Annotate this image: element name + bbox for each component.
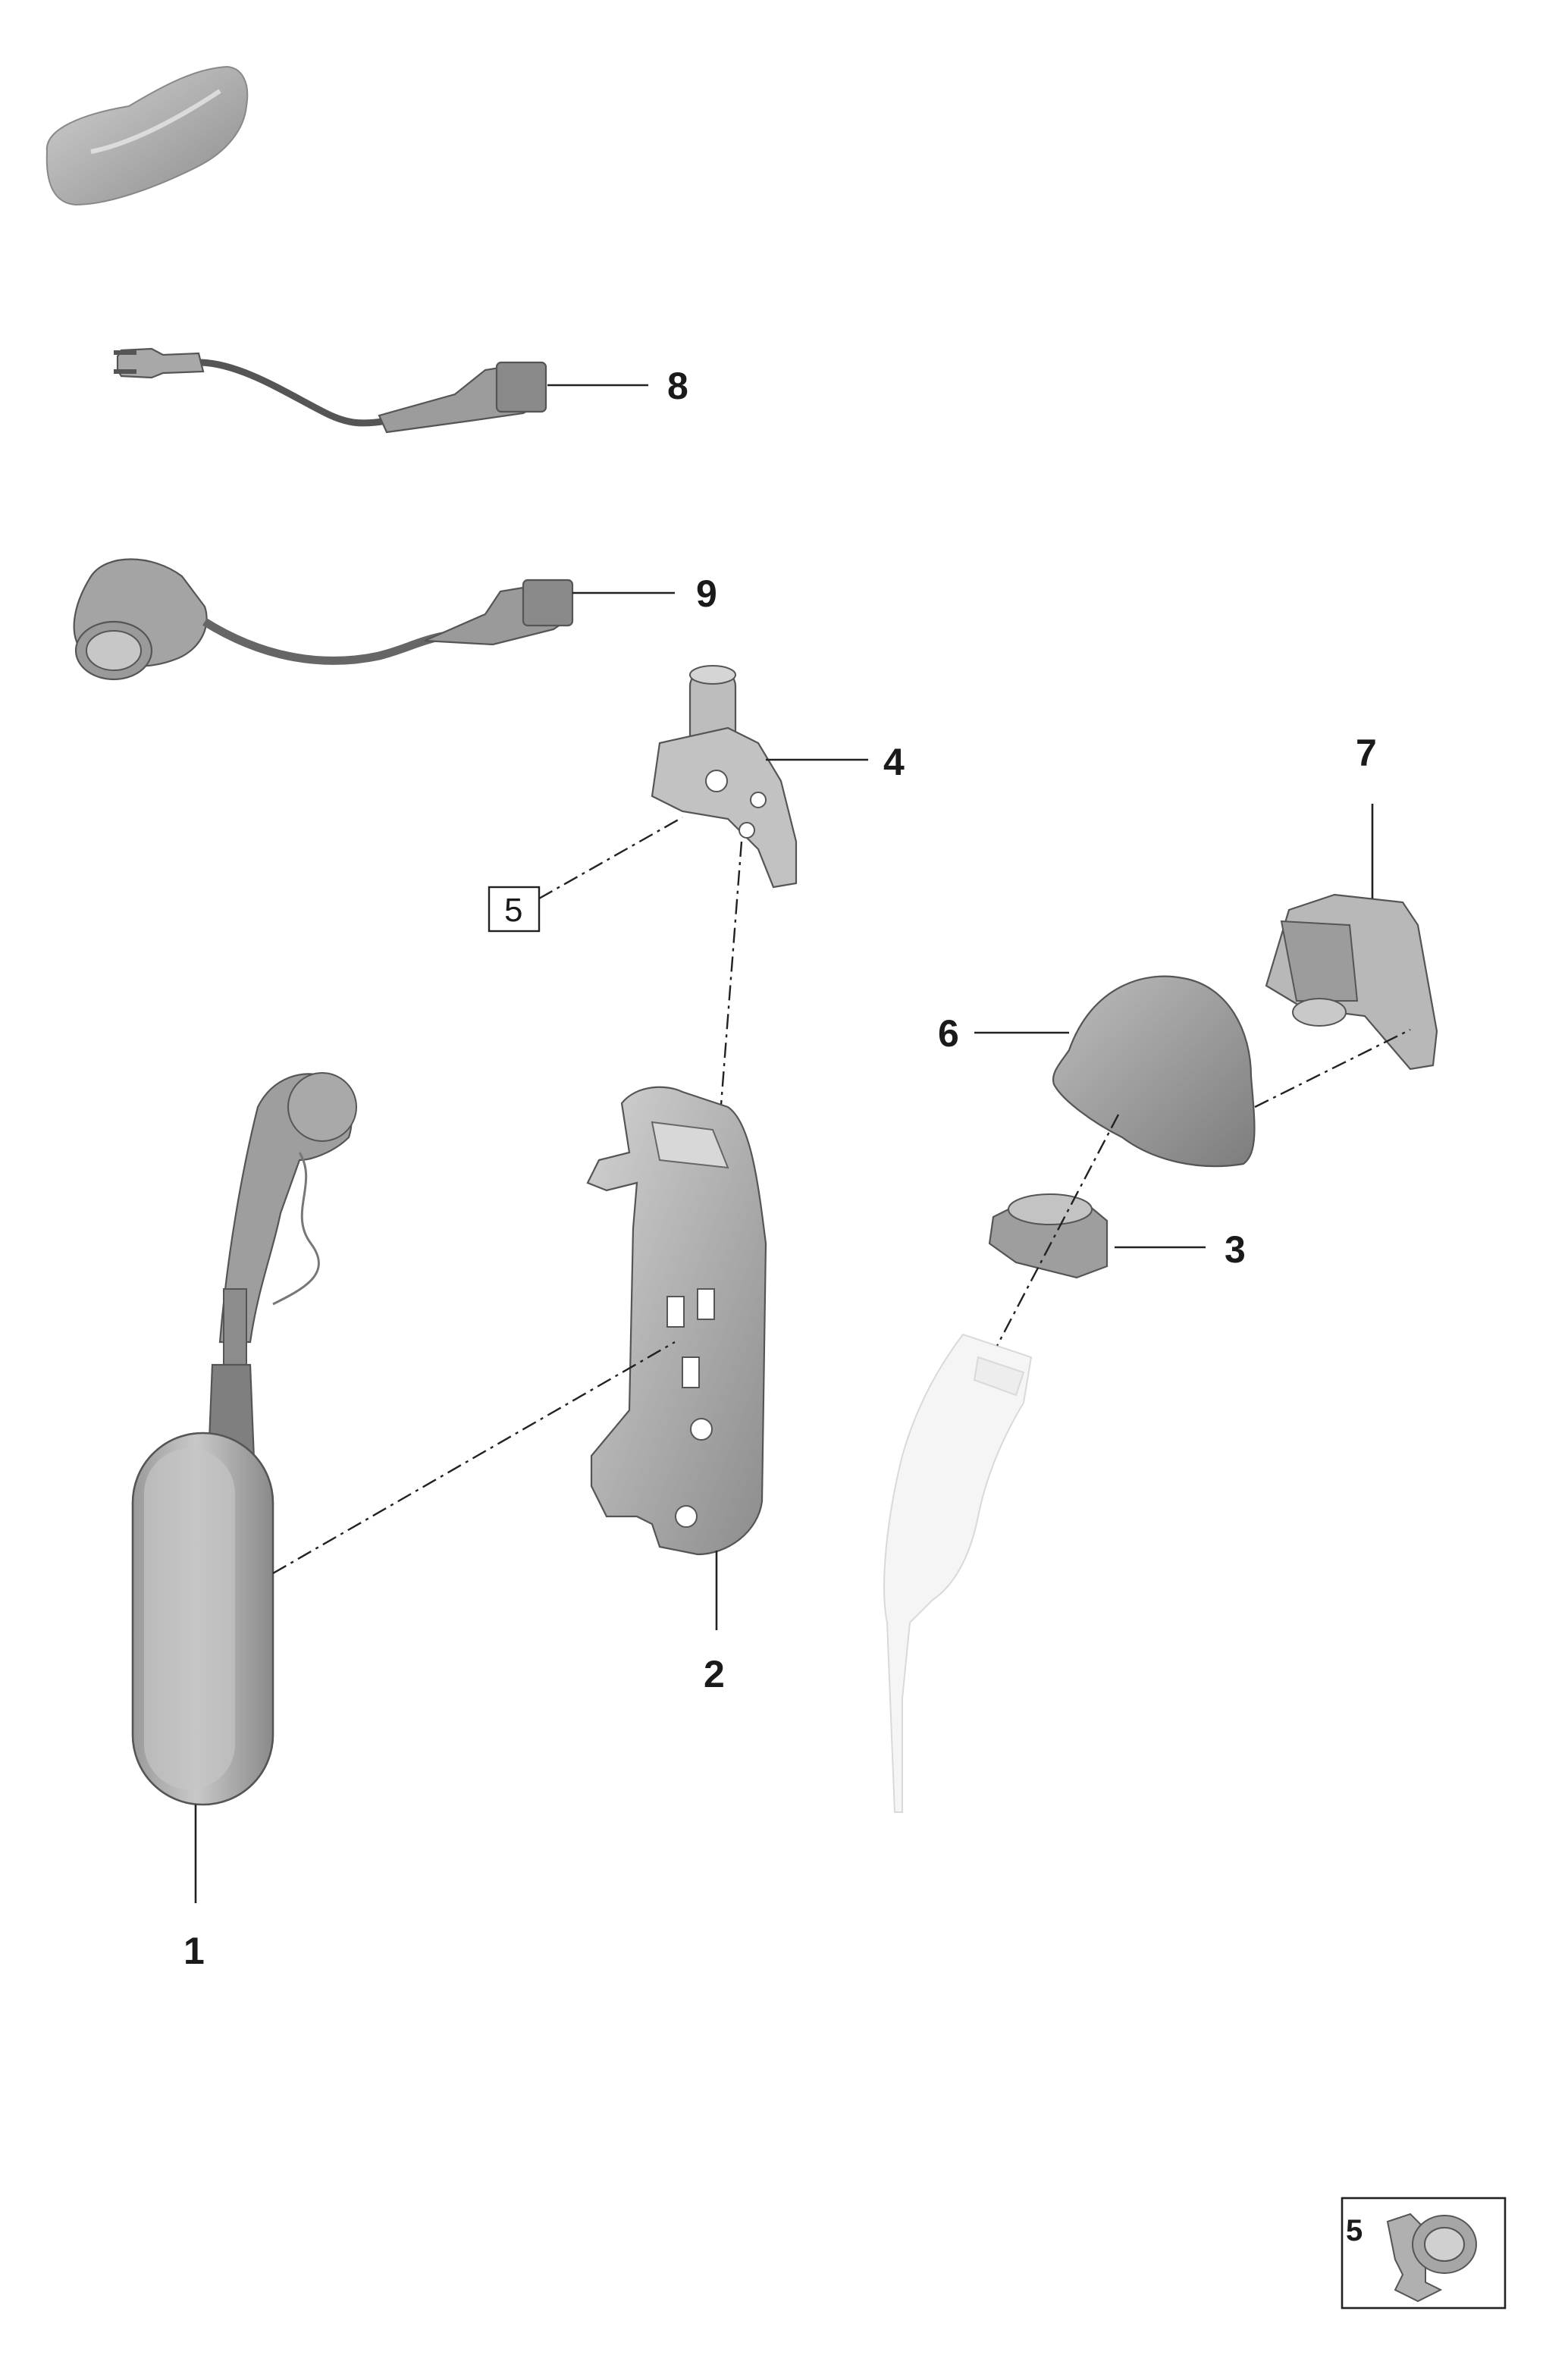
callout-6: 6 — [938, 1012, 959, 1055]
callout-2: 2 — [704, 1653, 725, 1695]
bracket-clip-icon — [1386, 2212, 1477, 2303]
connector-1-to-2 — [272, 1341, 676, 1575]
part-1-mobile-charger — [131, 1072, 357, 1806]
connector-6-to-7 — [1254, 1028, 1411, 1109]
part-4-holder-bracket — [651, 665, 798, 889]
vehicle-thumbnail-icon — [45, 65, 249, 206]
part-8-charging-cable-domestic — [114, 347, 547, 434]
part-9-charging-cable-industrial — [73, 558, 574, 681]
ghost-vehicle-connector — [883, 1333, 1033, 1813]
part-2-wall-holder — [586, 1086, 767, 1556]
inset-label-5: 5 — [1346, 2214, 1363, 2247]
reference-label-5: 5 — [504, 892, 522, 929]
callout-1: 1 — [183, 1930, 205, 1972]
callout-3: 3 — [1225, 1228, 1246, 1271]
callout-8: 8 — [667, 365, 688, 407]
connector-5-to-4 — [538, 816, 683, 900]
callout-9: 9 — [696, 572, 717, 615]
part-3-adapter-ring — [988, 1193, 1109, 1279]
reference-box-5 — [488, 886, 541, 933]
connector-6-to-connector — [996, 1114, 1120, 1347]
inset-detail-part-5: 5 — [1341, 2197, 1507, 2310]
callout-4: 4 — [883, 741, 905, 783]
part-7-socket-housing — [1265, 893, 1438, 1071]
connector-4-to-2 — [719, 841, 743, 1115]
callout-7: 7 — [1356, 732, 1377, 774]
part-6-cover-cap — [1052, 975, 1256, 1168]
